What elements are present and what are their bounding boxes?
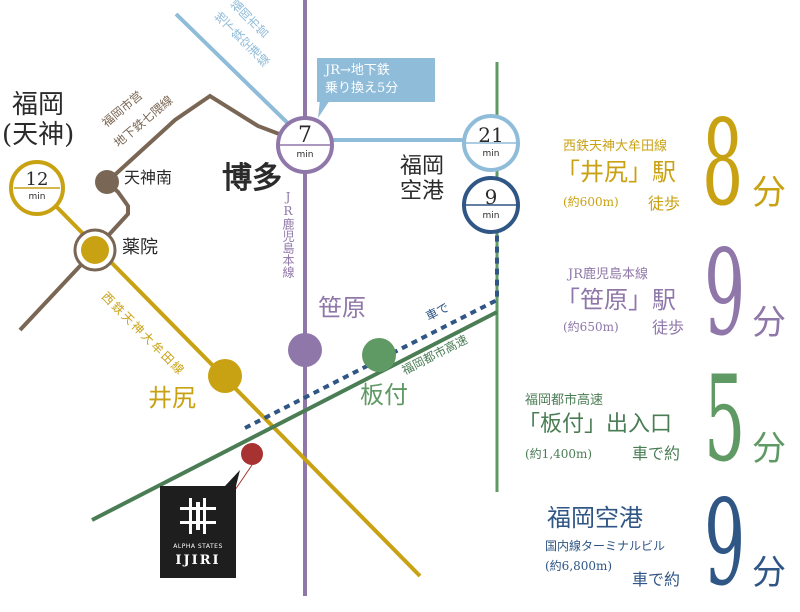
airport-subway-time: 21 [478, 123, 504, 147]
sasabaru-label: 笹原 [318, 294, 366, 322]
access-4-distance: (約6,800m) [545, 559, 613, 573]
access-1-place: 「井尻」駅 [556, 158, 676, 186]
access-4-line: 福岡空港 [547, 504, 643, 532]
airport-label: 福岡 空港 [400, 154, 445, 204]
itazuke-marker[interactable] [362, 338, 396, 372]
property-marker[interactable] [241, 443, 263, 465]
access-1-line: 西鉄天神大牟田線 [563, 139, 668, 154]
property-pointer-tail [225, 470, 240, 486]
tenjin-minami-label: 天神南 [124, 168, 173, 187]
access-4-unit: 分 [752, 553, 786, 593]
access-4-mode: 車で約 [632, 570, 681, 589]
access-4-place: 国内線ターミナルビル [545, 539, 666, 553]
access-2-mode: 徒歩 [652, 318, 685, 337]
transfer-callout-tail [318, 100, 330, 118]
transfer-callout-box [317, 58, 435, 102]
access-3-place: 「板付」出入口 [518, 412, 673, 437]
hakata-unit: min [296, 150, 314, 160]
hakata-label: 博多 [222, 161, 282, 196]
access-3-mode: 車で約 [632, 444, 681, 463]
ijiri-marker[interactable] [208, 359, 242, 393]
access-2-distance: (約650m) [563, 320, 619, 334]
ijiri-label: 井尻 [148, 384, 196, 412]
route-map [9, 0, 520, 596]
access-2-unit: 分 [752, 303, 786, 343]
access-4-minutes: 9 [704, 474, 746, 612]
airport-subway-unit: min [482, 149, 500, 159]
property-brand: ALPHA STATES [173, 543, 223, 550]
tenjin-unit: min [28, 192, 46, 202]
access-1-unit: 分 [752, 173, 786, 213]
property-pointer [234, 464, 253, 491]
hakata-time: 7 [298, 123, 312, 148]
transfer-note: JR→地下鉄 乗り換え5分 [325, 63, 399, 96]
access-2-line: JR鹿児島本線 [568, 267, 648, 282]
access-3-line: 福岡都市高速 [525, 393, 604, 408]
property-logo-mark [180, 498, 216, 534]
yakuin-inner [81, 236, 109, 264]
expressway-line [91, 310, 498, 522]
itazuke-label: 板付 [360, 381, 408, 409]
property-logo[interactable]: ALPHA STATES IJIRI [160, 486, 236, 578]
access-3-minutes: 5 [704, 350, 746, 488]
tenjin-time: 12 [25, 169, 49, 190]
access-1-distance: (約600m) [563, 195, 619, 209]
access-1-mode: 徒歩 [648, 194, 681, 213]
access-2-place: 「笹原」駅 [556, 286, 676, 314]
airport-car-time: 9 [484, 185, 498, 209]
tenjin-minami-marker[interactable] [95, 170, 119, 194]
sasabaru-marker[interactable] [288, 333, 322, 367]
yakuin-label: 薬院 [122, 237, 158, 258]
access-1-minutes: 8 [702, 94, 744, 232]
tenjin-label: 福岡 (天神) [2, 90, 75, 150]
property-name: IJIRI [175, 553, 221, 568]
access-3-distance: (約1,400m) [525, 447, 593, 461]
access-2-minutes: 9 [704, 224, 746, 362]
jr-line-label: JR鹿児島本線 [281, 190, 295, 278]
access-3-unit: 分 [752, 429, 786, 469]
airport-car-unit: min [482, 211, 500, 221]
